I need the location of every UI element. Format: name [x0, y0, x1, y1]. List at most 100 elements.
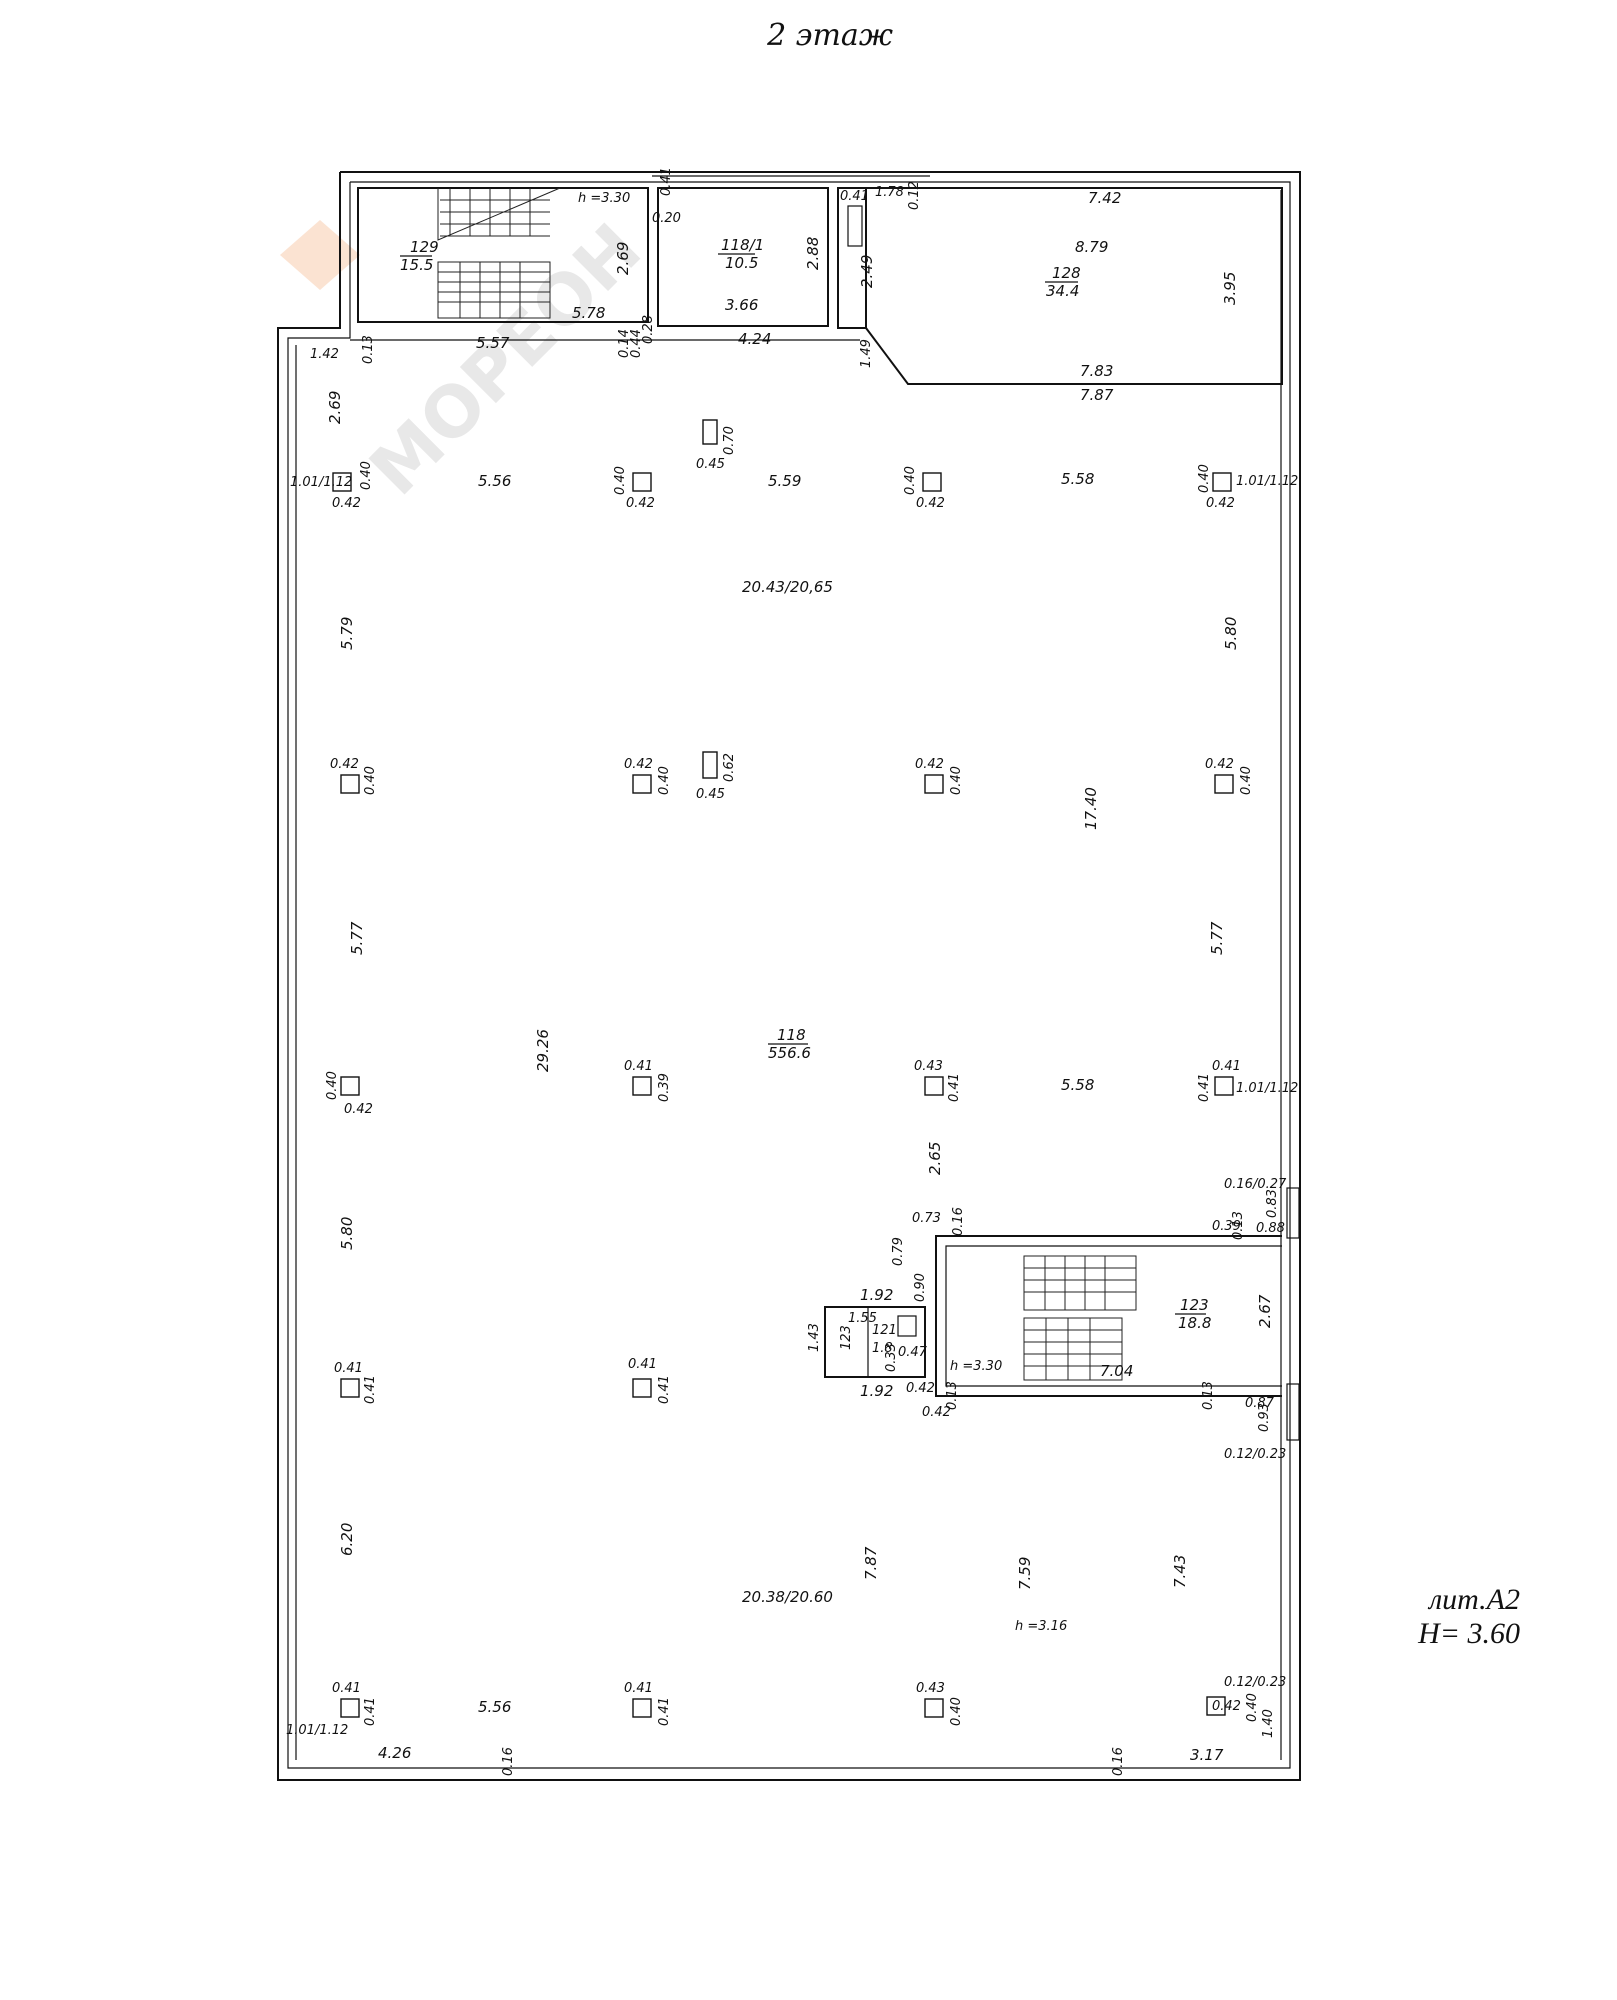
dim: 5.78 — [572, 304, 605, 322]
dim: 6.20 — [338, 1523, 356, 1556]
dim: 0.41 — [657, 1697, 672, 1726]
dim: 0.42 — [1205, 757, 1234, 772]
dim: 0.41 — [332, 1681, 361, 1696]
dim: 0.40 — [949, 1697, 964, 1726]
column — [1212, 472, 1232, 492]
dim: 2.65 — [926, 1142, 944, 1175]
dim: 0.41 — [334, 1361, 363, 1376]
dim: 0.14 — [617, 329, 632, 358]
dim: 1.01/1.12 — [286, 1723, 348, 1738]
dim: 0.41 — [947, 1073, 962, 1102]
dim: 0.93 — [1257, 1403, 1272, 1432]
dim: 0.73 — [912, 1211, 941, 1226]
dimension-labels: 0.41 0.20 2.69 5.78 2.88 3.66 4.24 0.41 … — [286, 167, 1298, 1776]
dim: 0.43 — [916, 1681, 945, 1696]
dim: 0.43 — [914, 1059, 943, 1074]
dim: 0.13 — [361, 335, 376, 364]
dim: 0.12/0.23 — [1224, 1447, 1286, 1462]
dim: 5.58 — [1061, 1076, 1094, 1094]
dim: 0.16/0.27 — [1224, 1177, 1287, 1192]
dim: 1.43 — [807, 1323, 822, 1352]
dim: 0.40 — [359, 461, 374, 490]
room-123-number: 123 — [1180, 1296, 1209, 1314]
dim: 0.40 — [657, 766, 672, 795]
room-128-number: 128 — [1052, 264, 1081, 282]
dim: 0.70 — [722, 426, 737, 455]
dim: 3.66 — [725, 296, 758, 314]
column — [632, 1076, 652, 1096]
dim: 8.79 — [1075, 238, 1108, 256]
dim: 0.79 — [891, 1237, 906, 1266]
dim: 0.42 — [1212, 1699, 1241, 1714]
dim: 7.42 — [1088, 189, 1121, 207]
watermark: МОРЕОН — [354, 208, 657, 511]
room-122-number: 123 — [839, 1325, 854, 1350]
dim: 0.42 — [922, 1405, 951, 1420]
dim: 5.57 — [476, 334, 510, 352]
room-129-number: 129 — [410, 238, 439, 256]
dim: 0.41 — [624, 1059, 653, 1074]
dim: 7.87 — [862, 1546, 880, 1580]
room-118-number: 118 — [777, 1026, 806, 1044]
column — [922, 472, 942, 492]
dim: 0.40 — [613, 466, 628, 495]
dim: 0.41 — [659, 167, 674, 196]
dim: 0.88 — [1256, 1221, 1285, 1236]
floor-title: 2 этаж — [767, 18, 893, 53]
dim: 5.56 — [478, 472, 511, 490]
dim: 17.40 — [1082, 787, 1100, 830]
dim: 0.12 — [907, 181, 922, 210]
dim: 0.40 — [1239, 766, 1254, 795]
dim: 0.13 — [1201, 1381, 1216, 1410]
height-label: H= 3.60 — [1418, 1617, 1520, 1650]
dim: 0.45 — [696, 457, 725, 472]
staircase-129 — [437, 187, 561, 319]
dim: 5.77 — [1208, 921, 1226, 955]
dim: 1.92 — [860, 1382, 893, 1400]
dim: 5.59 — [768, 472, 801, 490]
dim: 1.49 — [859, 339, 874, 368]
column — [340, 1076, 360, 1096]
dim: 0.87 — [1245, 1396, 1275, 1411]
staircase-123 — [824, 1187, 1300, 1441]
dim: 0.42 — [1206, 496, 1235, 511]
room-121-area: 1.8 — [872, 1341, 893, 1356]
dim: 0.83 — [1265, 1189, 1280, 1218]
dim: 0.42 — [332, 496, 361, 511]
dim: 0.42 — [626, 496, 655, 511]
room-123-area: 18.8 — [1178, 1314, 1211, 1332]
dim: 0.42 — [330, 757, 359, 772]
column — [1206, 1696, 1226, 1716]
dim: 0.41 — [657, 1375, 672, 1404]
dim: 29.26 — [534, 1029, 552, 1072]
dim: 0.45 — [696, 787, 725, 802]
dim: 4.26 — [378, 1744, 411, 1762]
dim: 3.17 — [1190, 1746, 1224, 1764]
room-121-number: 121 — [872, 1323, 897, 1338]
dim: 0.44 — [629, 329, 644, 358]
dim: 0.40 — [1245, 1693, 1260, 1722]
dim: 0.62 — [722, 753, 737, 782]
dim: 0.42 — [915, 757, 944, 772]
column — [1214, 774, 1234, 794]
dim: 1.55 — [848, 1311, 877, 1326]
columns — [332, 419, 1234, 1718]
dim: 7.04 — [1100, 1362, 1133, 1380]
dim: 0.41 — [1197, 1073, 1212, 1102]
dim: 0.39 — [657, 1073, 672, 1102]
dim: 7.59 — [1016, 1557, 1034, 1590]
dim: 0.20 — [652, 211, 681, 226]
room-labels: 129 15.5 h =3.30 118/1 10.5 128 34.4 118… — [400, 191, 1211, 1634]
dim: 3.95 — [1221, 272, 1239, 305]
shaft — [702, 751, 718, 779]
dim: 7.83 — [1080, 362, 1113, 380]
dim: 5.77 — [348, 921, 366, 955]
dim: 0.42 — [916, 496, 945, 511]
dim: 0.41 — [363, 1697, 378, 1726]
dim: 20.38/20.60 — [742, 1588, 833, 1606]
column — [340, 1378, 360, 1398]
room-129-area: 15.5 — [400, 256, 433, 274]
dim: 1.01/1.12 — [1236, 1081, 1298, 1096]
dim: 0.41 — [840, 189, 869, 204]
column — [632, 1698, 652, 1718]
